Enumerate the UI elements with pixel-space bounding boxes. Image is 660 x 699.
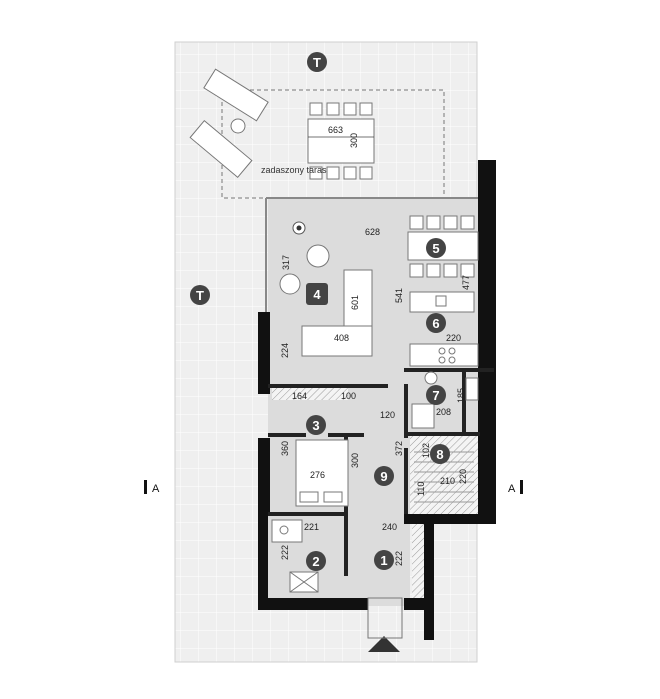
dim-sofa-width: 408 <box>334 333 349 343</box>
dim-kitchen-depth: 477 <box>461 275 471 290</box>
room-marker-6: 6 <box>426 313 446 333</box>
kitchen-counter <box>409 291 479 367</box>
svg-text:A: A <box>152 483 160 495</box>
exterior-walls <box>258 160 496 640</box>
dim-bedroom-width: 276 <box>310 470 325 480</box>
dim-stair-len-a: 210 <box>440 476 455 486</box>
dim-living-height-left: 317 <box>281 255 291 270</box>
sun-lounger <box>189 68 269 179</box>
dim-bathroom-width: 208 <box>436 407 451 417</box>
dim-table-width: 663 <box>328 125 343 135</box>
svg-text:5: 5 <box>432 241 439 256</box>
dim-bed-length: 300 <box>350 453 360 468</box>
entrance-door <box>367 597 403 639</box>
svg-text:2: 2 <box>312 554 319 569</box>
dim-bedroom-height: 360 <box>280 441 290 456</box>
dim-entry-height: 222 <box>394 551 404 566</box>
svg-text:7: 7 <box>432 388 439 403</box>
dim-wc-height: 102 <box>421 443 431 458</box>
bathroom-fixtures <box>411 371 479 429</box>
dim-living-height-right: 541 <box>394 288 404 303</box>
svg-text:1: 1 <box>380 553 387 568</box>
dim-utility-height: 222 <box>280 545 290 560</box>
sofa <box>301 269 373 357</box>
dim-utility-width: 221 <box>304 522 319 532</box>
terrace-marker-left: T <box>190 285 210 305</box>
covered-terrace-label: zadaszony taras <box>261 165 327 175</box>
armchairs <box>279 244 330 295</box>
svg-text:4: 4 <box>313 287 321 302</box>
room-marker-9: 9 <box>374 466 394 486</box>
dim-hall-top-a: 164 <box>292 391 307 401</box>
svg-text:T: T <box>313 55 321 70</box>
stairs <box>414 451 474 503</box>
utility-fixtures <box>271 519 319 593</box>
entrance-arrow-icon <box>368 636 400 652</box>
svg-text:3: 3 <box>312 418 319 433</box>
svg-text:8: 8 <box>436 447 443 462</box>
room-marker-8: 8 <box>430 444 450 464</box>
dim-stair-len-b: 110 <box>416 482 426 496</box>
terrace-marker-top: T <box>307 52 327 72</box>
room-marker-2: 2 <box>306 551 326 571</box>
room-marker-5: 5 <box>426 238 446 258</box>
dining-table <box>407 215 479 278</box>
bed <box>295 439 349 507</box>
svg-text:9: 9 <box>380 469 387 484</box>
room-marker-4: 4 <box>306 283 328 305</box>
dim-bathroom-height: 185 <box>456 388 466 403</box>
dim-kitchen-width: 220 <box>446 333 461 343</box>
section-marker-right: A <box>508 480 523 495</box>
dim-corridor-width: 120 <box>380 410 395 420</box>
room-marker-7: 7 <box>426 385 446 405</box>
dim-living-width: 628 <box>365 227 380 237</box>
svg-text:6: 6 <box>432 316 439 331</box>
svg-text:A: A <box>508 483 516 495</box>
dim-corridor-height: 372 <box>394 441 404 456</box>
svg-text:T: T <box>196 288 204 303</box>
room-marker-1: 1 <box>374 550 394 570</box>
room-marker-3: 3 <box>306 415 326 435</box>
terrace-dining-table <box>307 102 375 180</box>
dim-hall-top-b: 100 <box>341 391 356 401</box>
dim-entry-width: 240 <box>382 522 397 532</box>
dim-table-depth: 300 <box>349 133 359 148</box>
dim-stair-width: 220 <box>458 469 468 484</box>
dim-sofa-depth: 601 <box>350 295 360 310</box>
dim-window-left: 224 <box>280 343 290 358</box>
section-marker-left: A <box>144 480 160 495</box>
